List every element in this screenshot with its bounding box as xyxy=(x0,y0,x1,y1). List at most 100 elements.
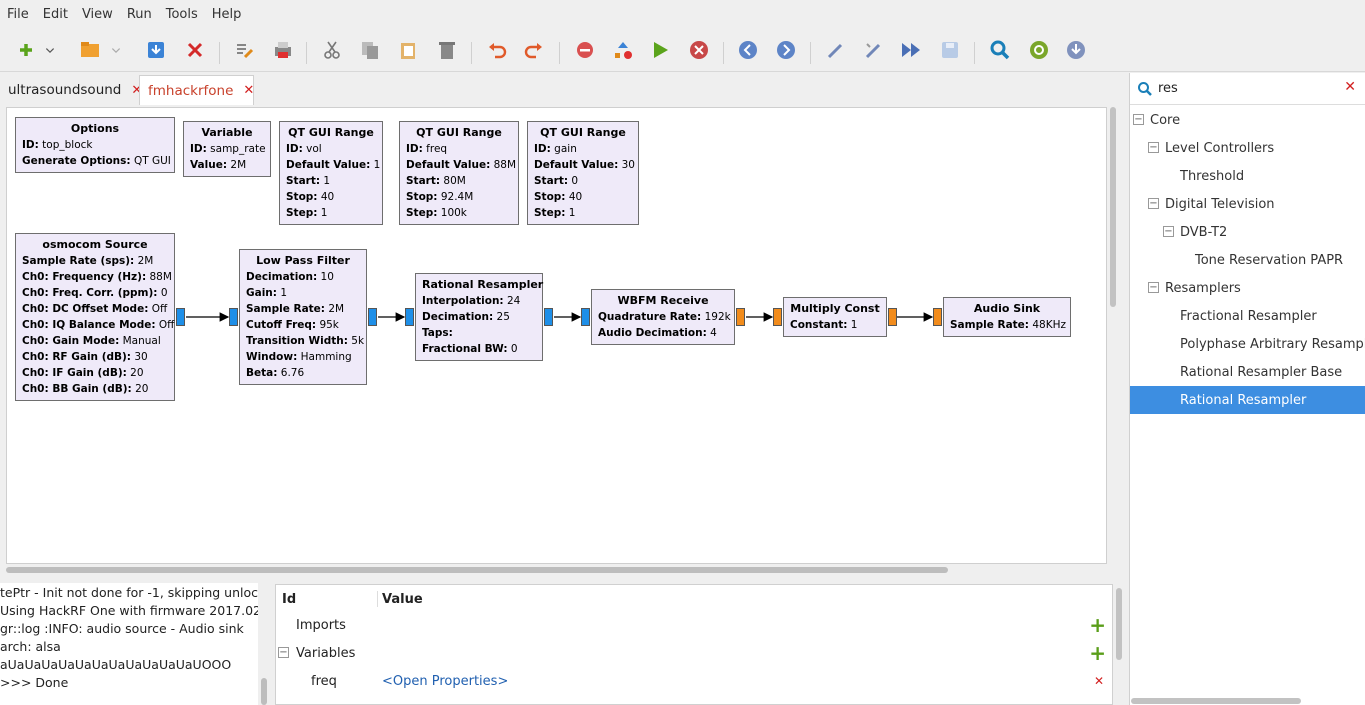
collapse-icon[interactable]: − xyxy=(278,647,289,658)
close-icon[interactable]: ✕ xyxy=(131,82,143,98)
block-param: Step: 1 xyxy=(534,205,632,221)
collapse-icon[interactable]: − xyxy=(1148,282,1159,293)
print-icon[interactable] xyxy=(269,36,297,64)
tree-horizontal-scrollbar[interactable] xyxy=(1131,698,1301,704)
find-icon[interactable] xyxy=(986,36,1014,64)
variables-scrollbar[interactable] xyxy=(1116,588,1122,660)
collapse-icon[interactable]: − xyxy=(1133,114,1144,125)
run-icon[interactable] xyxy=(646,36,674,64)
port-in[interactable] xyxy=(773,308,782,326)
cut-icon[interactable] xyxy=(318,36,346,64)
port-in[interactable] xyxy=(405,308,414,326)
back-icon[interactable] xyxy=(734,36,762,64)
search-input[interactable]: res xyxy=(1158,81,1178,96)
disable-icon[interactable] xyxy=(571,36,599,64)
menu-tools[interactable]: Tools xyxy=(165,6,198,22)
delete-icon[interactable] xyxy=(433,36,461,64)
variables-row[interactable]: − Variables + xyxy=(276,639,1112,667)
block-param: Stop: 40 xyxy=(534,189,632,205)
edit-icon[interactable] xyxy=(230,36,258,64)
menu-run[interactable]: Run xyxy=(126,6,152,22)
redo-icon[interactable] xyxy=(520,36,548,64)
add-import-icon[interactable]: + xyxy=(1089,613,1106,637)
menu-view[interactable]: View xyxy=(81,6,113,22)
param-value: 6.76 xyxy=(280,367,305,379)
canvas-horizontal-scrollbar[interactable] xyxy=(6,567,948,573)
tree-item[interactable]: Polyphase Arbitrary Resampler xyxy=(1130,330,1365,358)
tree-item[interactable]: Threshold xyxy=(1130,162,1365,190)
save-icon[interactable] xyxy=(142,36,170,64)
pencil-icon[interactable] xyxy=(860,36,888,64)
props-header: Id Value xyxy=(276,585,1112,613)
open-properties-link[interactable]: <Open Properties> xyxy=(382,673,509,689)
close-icon[interactable]: ✕ xyxy=(243,83,255,98)
fast-forward-icon[interactable] xyxy=(897,36,925,64)
tree-item[interactable]: Rational Resampler xyxy=(1130,386,1365,414)
port-out[interactable] xyxy=(368,308,377,326)
port-in[interactable] xyxy=(229,308,238,326)
port-out[interactable] xyxy=(888,308,897,326)
download-icon[interactable] xyxy=(1062,36,1090,64)
canvas-vertical-scrollbar[interactable] xyxy=(1110,107,1116,307)
stop-icon[interactable] xyxy=(685,36,713,64)
collapse-icon[interactable]: − xyxy=(1148,142,1159,153)
tree-item[interactable]: −DVB-T2 xyxy=(1130,218,1365,246)
param-value: QT GUI xyxy=(133,155,171,167)
rotate-icon[interactable] xyxy=(609,36,637,64)
reload-icon[interactable] xyxy=(1025,36,1053,64)
menu-edit[interactable]: Edit xyxy=(42,6,68,22)
tree-item[interactable]: −Digital Television xyxy=(1130,190,1365,218)
dropdown-icon[interactable] xyxy=(42,36,58,64)
remove-variable-icon[interactable]: ✕ xyxy=(1093,674,1104,688)
open-icon[interactable] xyxy=(76,36,104,64)
collapse-icon[interactable]: − xyxy=(1148,198,1159,209)
tree-item[interactable]: −Level Controllers xyxy=(1130,134,1365,162)
paste-icon[interactable] xyxy=(394,36,422,64)
tree-item[interactable]: Rational Resampler Base xyxy=(1130,358,1365,386)
console-scrollbar[interactable] xyxy=(261,678,267,705)
copy-icon[interactable] xyxy=(356,36,384,64)
dropdown-icon[interactable] xyxy=(108,36,124,64)
block-title: osmocom Source xyxy=(42,238,148,251)
tab-fmhackrfone[interactable]: fmhackrfone ✕ xyxy=(139,75,254,105)
undo-icon[interactable] xyxy=(483,36,511,64)
port-out[interactable] xyxy=(544,308,553,326)
imports-row[interactable]: Imports + xyxy=(276,611,1112,639)
pencil-icon[interactable] xyxy=(822,36,850,64)
port-out[interactable] xyxy=(736,308,745,326)
close-icon[interactable] xyxy=(181,36,209,64)
forward-icon[interactable] xyxy=(772,36,800,64)
tree-item[interactable]: Tone Reservation PAPR xyxy=(1130,246,1365,274)
tree-item[interactable]: Fractional Resampler xyxy=(1130,302,1365,330)
collapse-icon[interactable]: − xyxy=(1163,226,1174,237)
port-out[interactable] xyxy=(176,308,185,326)
param-value: 192k xyxy=(704,311,731,323)
tab-ultrasoundsound[interactable]: ultrasoundsound ✕ xyxy=(0,75,150,105)
new-icon[interactable] xyxy=(12,36,40,64)
menu-help[interactable]: Help xyxy=(211,6,242,22)
search-bar[interactable]: res ✕ xyxy=(1130,73,1365,105)
tree-item[interactable]: −Core xyxy=(1130,106,1365,134)
add-variable-icon[interactable]: + xyxy=(1089,641,1106,665)
variable-row-freq[interactable]: freq <Open Properties> ✕ xyxy=(276,667,1112,695)
block-title: Multiply Const xyxy=(790,302,880,315)
tree-item[interactable]: −Resamplers xyxy=(1130,274,1365,302)
clear-search-icon[interactable]: ✕ xyxy=(1344,79,1356,95)
param-label: Constant: xyxy=(790,319,848,331)
save-disk-icon[interactable] xyxy=(936,36,964,64)
menu-file[interactable]: File xyxy=(7,6,29,22)
port-in[interactable] xyxy=(581,308,590,326)
port-in[interactable] xyxy=(933,308,942,326)
